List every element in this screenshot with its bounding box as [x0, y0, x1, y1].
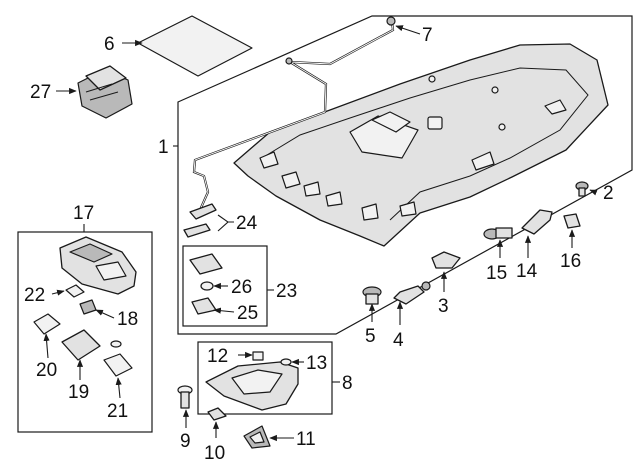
callout-25: 25	[237, 303, 258, 324]
part-6-pad	[137, 15, 253, 77]
part-11-trim	[243, 425, 271, 449]
callout-20: 20	[36, 360, 57, 381]
subassembly-23-frame	[182, 245, 268, 327]
callout-12: 12	[207, 346, 228, 367]
subassembly-17-frame	[17, 231, 153, 433]
callout-6: 6	[104, 34, 115, 55]
callout-2: 2	[603, 183, 614, 204]
part-8-visor-mirror	[231, 369, 283, 395]
part-21-small	[110, 340, 122, 348]
part-25-retainer	[191, 297, 217, 315]
callout-22: 22	[24, 285, 45, 306]
callout-17: 17	[73, 203, 94, 224]
part-10-clip	[207, 407, 227, 421]
callout-27: 27	[30, 82, 51, 103]
callout-24: 24	[236, 213, 258, 234]
part-12-clip	[252, 351, 264, 361]
callout-5: 5	[365, 326, 376, 347]
part-17-overhead-lamp	[59, 236, 137, 295]
part-20-lens	[33, 313, 61, 335]
callout-3: 3	[438, 296, 449, 317]
callout-10: 10	[204, 443, 225, 464]
callout-13: 13	[306, 353, 327, 374]
callout-8: 8	[342, 373, 353, 394]
headliner-panel	[233, 43, 609, 247]
part-19-housing	[61, 329, 101, 361]
callout-1: 1	[158, 137, 169, 158]
callout-4: 4	[393, 330, 404, 351]
part-18-switch	[79, 299, 97, 315]
part-26-clip	[189, 253, 223, 291]
callout-7: 7	[422, 25, 433, 46]
headliner-assembly-frame	[177, 15, 633, 335]
part-5-bolt	[362, 286, 382, 305]
part-4-handle	[393, 281, 431, 305]
callout-16: 16	[560, 251, 581, 272]
part-16-clip	[563, 213, 581, 229]
part-21-lens	[103, 353, 133, 377]
part-15-bolt	[483, 227, 513, 240]
part-24-bracket	[183, 203, 217, 238]
part-2-retainer	[575, 181, 589, 197]
callout-14: 14	[516, 261, 538, 282]
callout-23: 23	[276, 281, 297, 302]
part-14-grab-handle	[521, 209, 553, 235]
part-9-fastener	[177, 385, 193, 409]
part-3-bracket	[431, 251, 461, 269]
callout-21: 21	[107, 401, 128, 422]
callout-26: 26	[231, 277, 252, 298]
callout-19: 19	[68, 382, 89, 403]
part-13-plug	[280, 358, 292, 366]
callout-11: 11	[296, 429, 316, 450]
leader-lines	[43, 25, 598, 442]
part-7-connector	[386, 16, 396, 26]
subassembly-8-frame	[197, 341, 333, 415]
callout-18: 18	[117, 309, 138, 330]
part-27-console	[77, 65, 133, 119]
callout-15: 15	[486, 263, 507, 284]
callout-9: 9	[180, 431, 191, 452]
part-22-bulb	[65, 284, 85, 298]
